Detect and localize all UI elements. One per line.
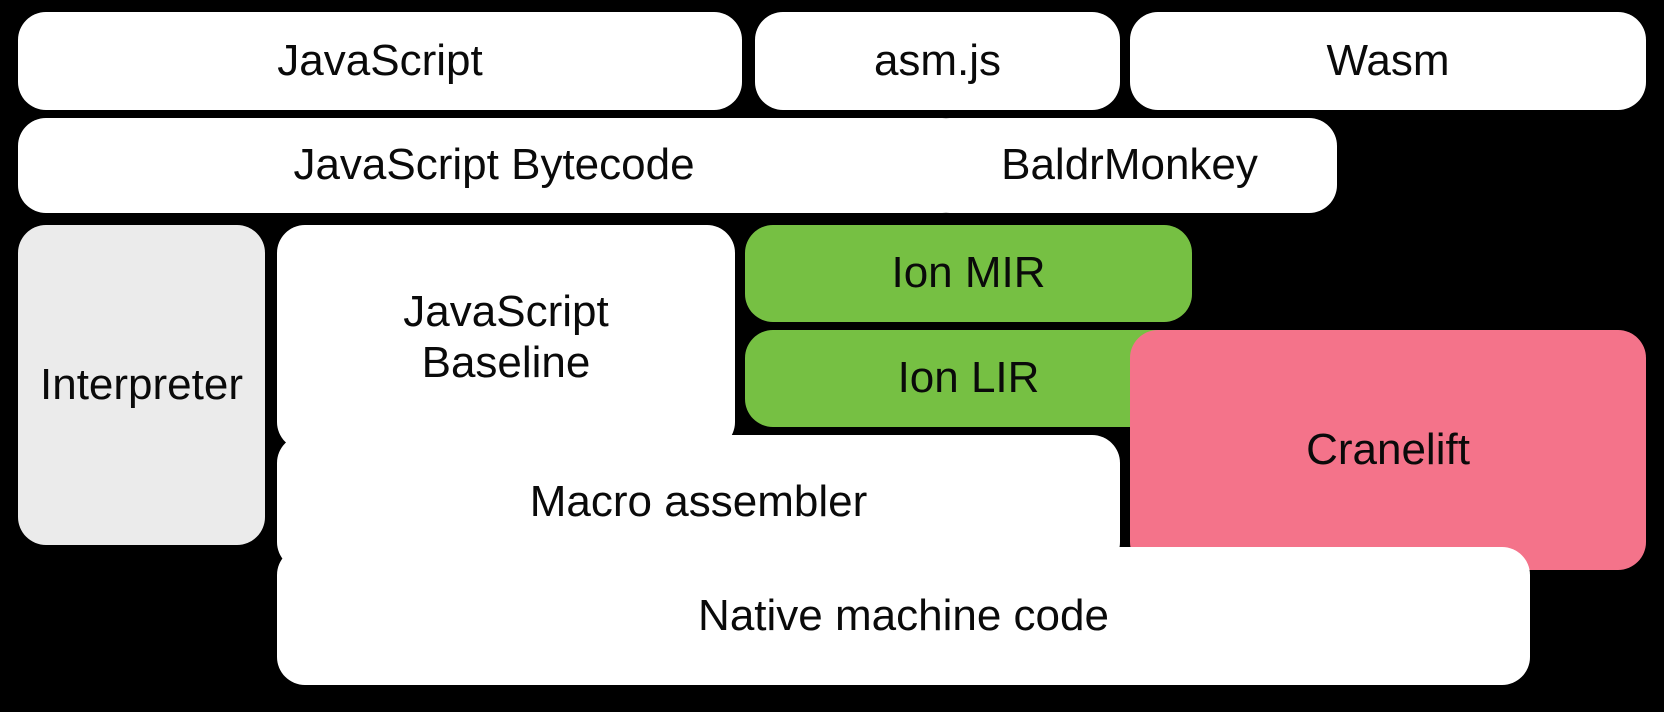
node-baldrmonkey: BaldrMonkey (922, 118, 1337, 213)
node-native-machine-code: Native machine code (277, 547, 1530, 685)
node-javascript-bytecode: JavaScript Bytecode (18, 118, 970, 213)
node-cranelift: Cranelift (1130, 330, 1646, 570)
node-ion-lir: Ion LIR (745, 330, 1192, 427)
node-ion-mir: Ion MIR (745, 225, 1192, 322)
node-asmjs: asm.js (755, 12, 1120, 110)
node-javascript: JavaScript (18, 12, 742, 110)
node-wasm: Wasm (1130, 12, 1646, 110)
node-interpreter: Interpreter (18, 225, 265, 545)
node-javascript-baseline: JavaScript Baseline (277, 225, 735, 450)
